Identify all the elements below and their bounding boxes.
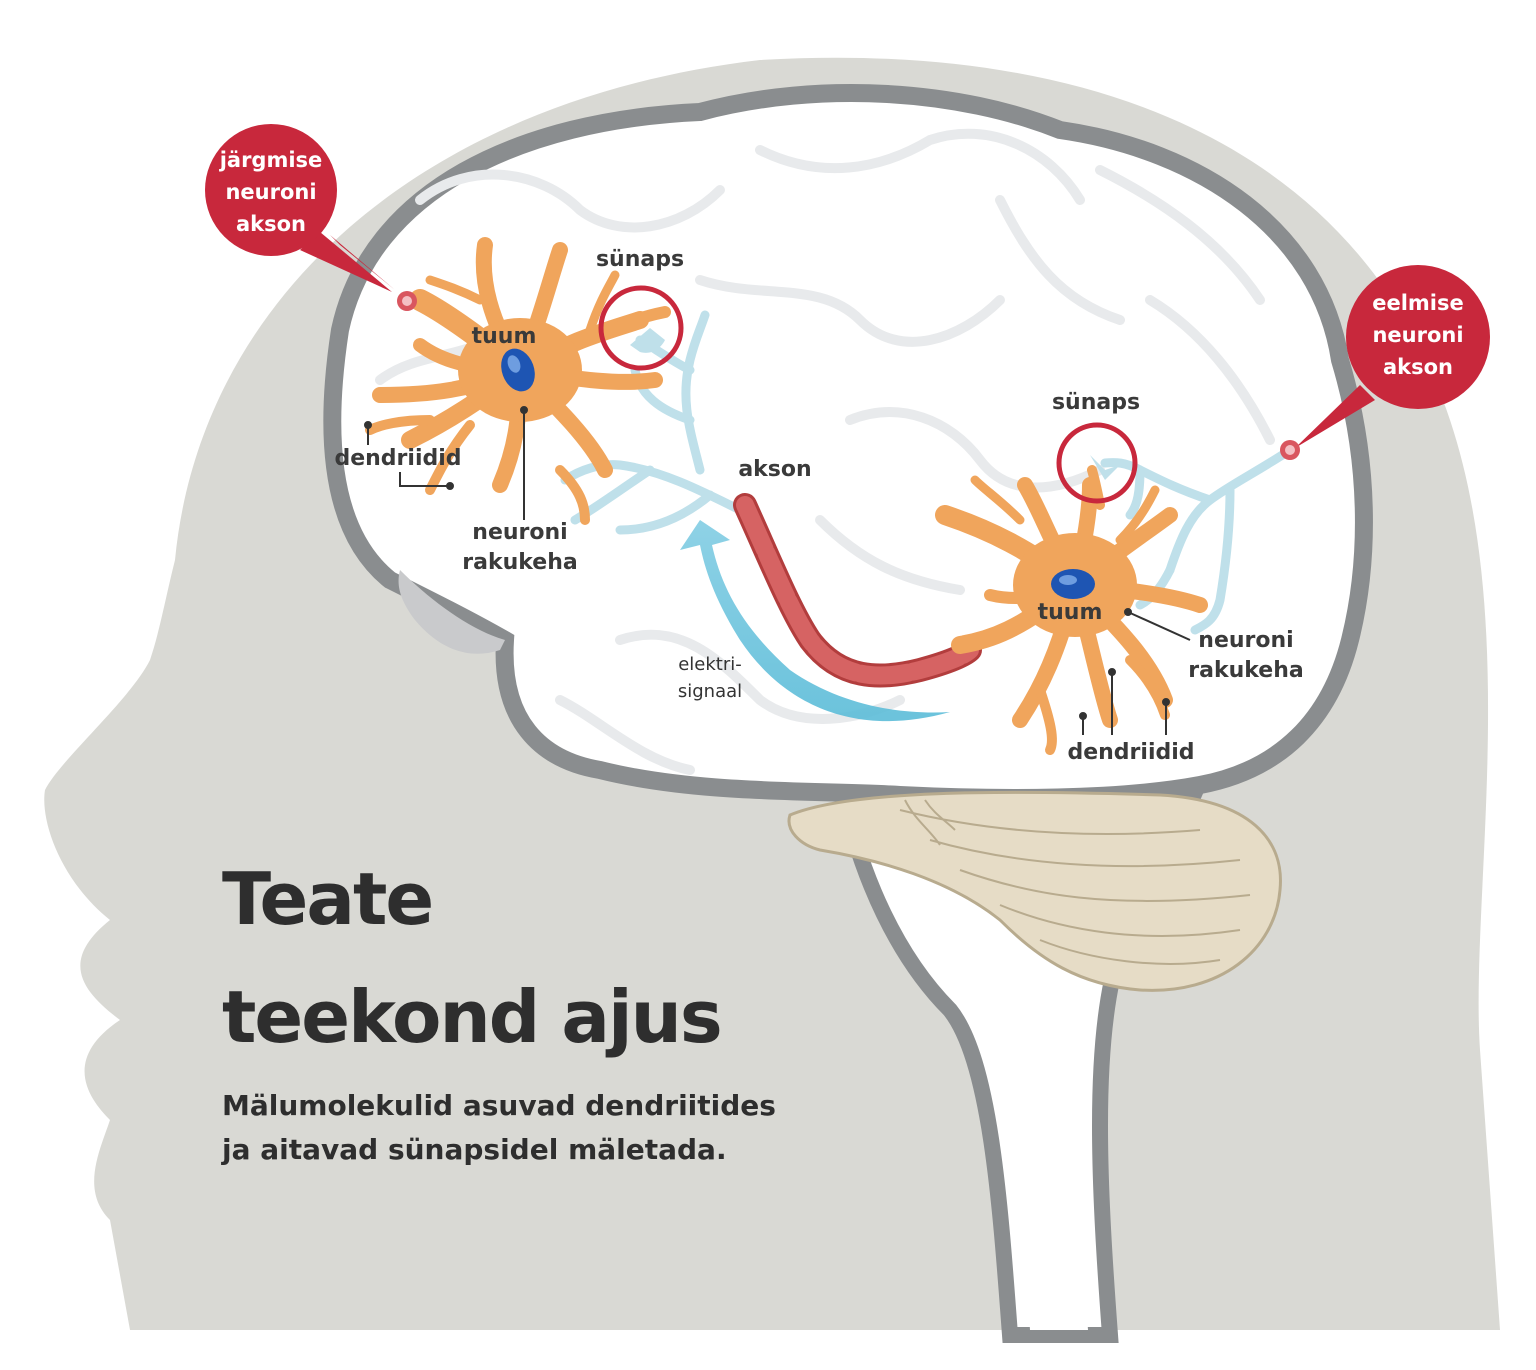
label-axon: akson xyxy=(738,457,812,482)
label-left-synapse: sünaps xyxy=(595,247,685,272)
temporal-fold xyxy=(398,570,505,654)
myelinated-axon xyxy=(733,493,982,688)
right-synapse-circle xyxy=(1056,422,1138,504)
label-left-nucleus: tuum xyxy=(471,324,537,349)
subtitle-line-1: Mälumolekulid asuvad dendriitides xyxy=(222,1089,776,1122)
label-right-dendrites: dendriidid xyxy=(1067,740,1195,765)
label-right-cell-body-1: neuroni xyxy=(1198,628,1294,653)
subtitle-line-2: ja aitavad sünapsidel mäletada. xyxy=(222,1133,727,1166)
label-left-dendrites: dendriidid xyxy=(334,446,462,471)
brain-gyri xyxy=(375,128,1275,775)
subtitle: Mälumolekulid asuvad dendriitides ja ait… xyxy=(222,1084,776,1172)
title-line-1: Teate xyxy=(222,857,434,941)
label-right-synapse: sünaps xyxy=(1051,390,1141,415)
label-right-nucleus: tuum xyxy=(1037,600,1103,625)
electric-signal-arrow xyxy=(680,520,950,722)
label-left-cell-body-1: neuroni xyxy=(472,520,568,545)
left-dendrite-tree xyxy=(560,310,745,535)
label-right-cell-body-2: rakukeha xyxy=(1188,658,1304,683)
title-line-2: teekond ajus xyxy=(222,975,723,1059)
label-signal-2: signaal xyxy=(677,681,743,702)
callout-next-neuron-axon: järgmise neuroni akson xyxy=(219,148,323,236)
label-signal-1: elektri- xyxy=(678,654,742,675)
callout-previous-neuron-axon: eelmise neuroni akson xyxy=(1372,291,1464,379)
leader-lines xyxy=(364,406,1191,735)
left-synapse-circle xyxy=(598,285,684,371)
label-left-cell-body-2: rakukeha xyxy=(462,550,578,575)
right-callout-bubble xyxy=(1280,265,1490,460)
page-title: Teate teekond ajus xyxy=(222,840,723,1076)
left-callout-bubble xyxy=(205,124,417,311)
